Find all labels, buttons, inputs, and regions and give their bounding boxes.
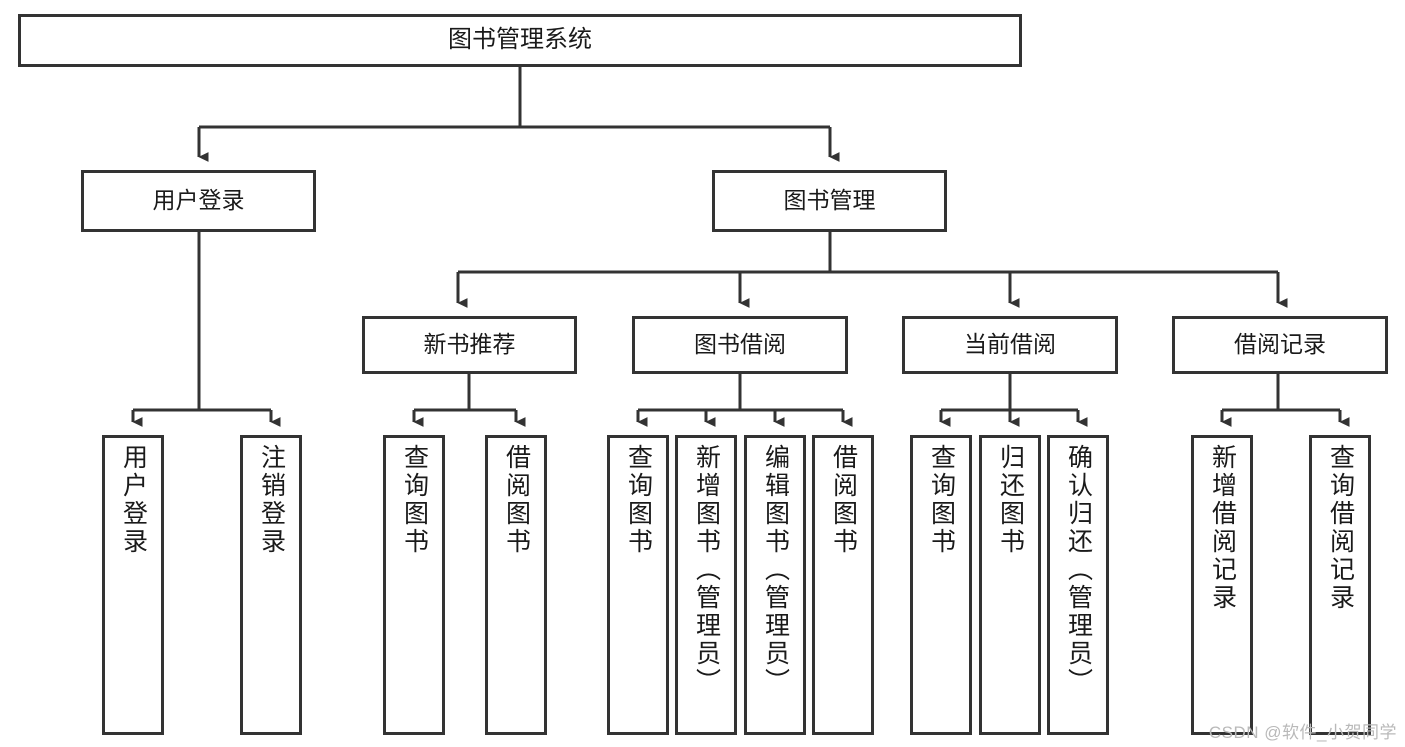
node-label: 借阅图书 <box>502 444 531 556</box>
leaf-add-borrow-record[interactable]: 新增借阅记录 <box>1191 435 1253 735</box>
leaf-return-book[interactable]: 归还图书 <box>979 435 1041 735</box>
node-label: 查询图书 <box>624 444 653 556</box>
leaf-user-login[interactable]: 用户登录 <box>102 435 164 735</box>
node-label: 注销登录 <box>257 444 286 556</box>
leaf-search-borrow-record[interactable]: 查询借阅记录 <box>1309 435 1371 735</box>
node-label: 新书推荐 <box>423 331 516 358</box>
leaf-add-book-admin[interactable]: 新增图书（管理员） <box>675 435 737 735</box>
node-book-management[interactable]: 图书管理 <box>712 170 947 232</box>
node-label: 图书借阅 <box>694 331 786 358</box>
node-new-book-recommend[interactable]: 新书推荐 <box>362 316 577 374</box>
node-user-login[interactable]: 用户登录 <box>81 170 316 232</box>
node-label: 查询借阅记录 <box>1326 444 1355 612</box>
leaf-user-logout[interactable]: 注销登录 <box>240 435 302 735</box>
node-label: 编辑图书（管理员） <box>761 444 790 696</box>
node-label: 确认归还（管理员） <box>1064 444 1093 696</box>
node-label: 用户登录 <box>152 187 245 214</box>
node-label: 查询图书 <box>927 444 956 556</box>
node-root-system[interactable]: 图书管理系统 <box>18 14 1022 67</box>
node-label: 查询图书 <box>400 444 429 556</box>
leaf-search-book-borrow[interactable]: 查询图书 <box>607 435 669 735</box>
leaf-borrow-book-new[interactable]: 借阅图书 <box>485 435 547 735</box>
watermark-text: CSDN @软件_小贺同学 <box>1208 723 1397 742</box>
node-label: 图书管理系统 <box>448 26 592 54</box>
node-label: 用户登录 <box>119 444 148 556</box>
leaf-confirm-return-admin[interactable]: 确认归还（管理员） <box>1047 435 1109 735</box>
node-label: 借阅图书 <box>829 444 858 556</box>
node-current-borrow[interactable]: 当前借阅 <box>902 316 1118 374</box>
node-label: 图书管理 <box>783 187 876 214</box>
node-label: 新增图书（管理员） <box>692 444 721 696</box>
leaf-search-book-current[interactable]: 查询图书 <box>910 435 972 735</box>
node-book-borrow[interactable]: 图书借阅 <box>632 316 848 374</box>
node-borrow-record[interactable]: 借阅记录 <box>1172 316 1388 374</box>
node-label: 归还图书 <box>996 444 1025 556</box>
leaf-search-book-new[interactable]: 查询图书 <box>383 435 445 735</box>
node-label: 新增借阅记录 <box>1208 444 1237 612</box>
leaf-borrow-book[interactable]: 借阅图书 <box>812 435 874 735</box>
node-label: 当前借阅 <box>964 331 1056 358</box>
node-label: 借阅记录 <box>1234 331 1326 358</box>
leaf-edit-book-admin[interactable]: 编辑图书（管理员） <box>744 435 806 735</box>
